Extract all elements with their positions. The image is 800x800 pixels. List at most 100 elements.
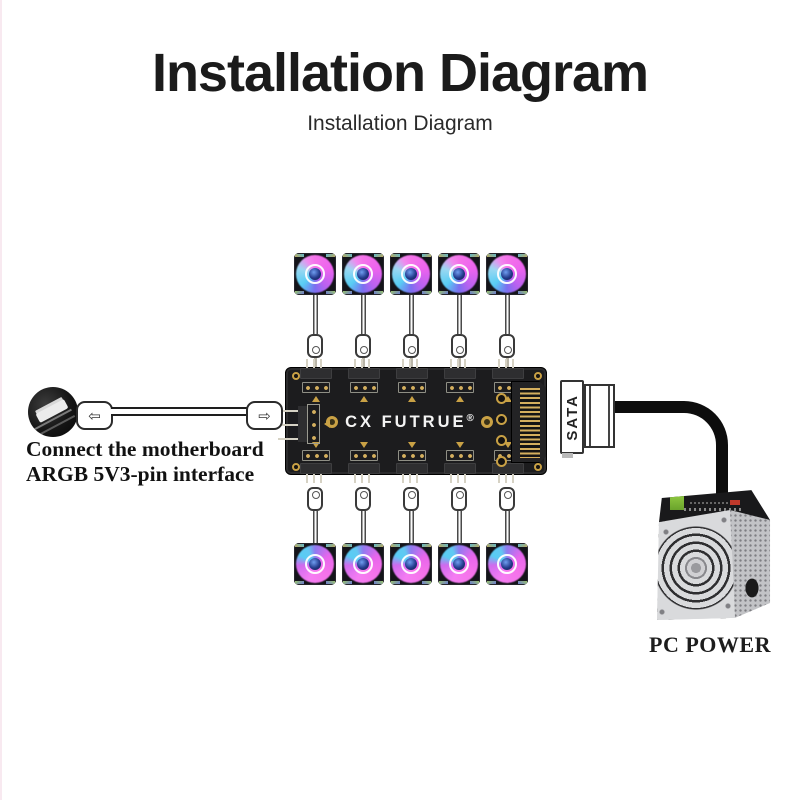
fan-cable [457, 511, 462, 543]
triangle-marker-icon [504, 396, 512, 402]
fan-ring [401, 264, 421, 284]
screw-hole-icon [292, 463, 300, 471]
port-pads [350, 382, 378, 393]
hub-brand-text: CX FUTRUE® [345, 413, 474, 432]
fan-ring [449, 264, 469, 284]
fan-hub [357, 558, 369, 570]
fan-hub [405, 268, 417, 280]
hub-argb-input-header [278, 404, 320, 444]
sata-gold-fingers [520, 388, 540, 458]
right-arrow-icon: ⇨ [258, 406, 271, 425]
input-pins [278, 408, 298, 440]
motherboard-header-photo [28, 387, 78, 437]
port-socket [396, 463, 428, 474]
hub-fan-port-top [347, 359, 381, 404]
hub-fan-port-top [395, 359, 429, 404]
fan-ring [497, 554, 517, 574]
note-line-2: ARGB 5V3-pin interface [26, 462, 255, 486]
registered-mark: ® [466, 412, 474, 424]
fan-plug [403, 487, 419, 511]
rgb-fan [486, 543, 528, 585]
port-socket [300, 368, 332, 379]
fan-cable [361, 295, 366, 334]
argb-connector-right: ⇨ [246, 401, 283, 430]
rgb-fan [294, 543, 336, 585]
port-pins [450, 359, 470, 368]
triangle-marker-icon [408, 396, 416, 402]
input-pads [307, 404, 320, 444]
port-pins [306, 359, 326, 368]
psu-caption: PC POWER [649, 632, 771, 657]
fan-plug [355, 334, 371, 358]
port-pins [450, 474, 470, 483]
fan-plug [451, 487, 467, 511]
gold-ring-icon [496, 393, 507, 404]
fan-hub [501, 558, 513, 570]
port-socket [444, 368, 476, 379]
port-pins [354, 474, 374, 483]
fan-hub [309, 558, 321, 570]
triangle-marker-icon [408, 442, 416, 448]
argb-connector-left: ⇦ [76, 401, 113, 430]
port-pads [446, 382, 474, 393]
fan-hub [501, 268, 513, 280]
page-title: Installation Diagram [151, 43, 649, 103]
port-pins [402, 359, 422, 368]
fan-cable [457, 295, 462, 334]
hub-sata-edge-connector [511, 381, 547, 463]
input-socket [298, 406, 307, 442]
led-dot-icon [480, 416, 493, 428]
port-socket [348, 368, 380, 379]
hub-fan-port-bottom [347, 438, 381, 483]
fan-hub [309, 268, 321, 280]
hub-fan-port-top [299, 359, 333, 404]
rgb-fan [294, 253, 336, 295]
port-pads [350, 450, 378, 461]
port-socket [444, 463, 476, 474]
rgb-fan [342, 543, 384, 585]
hub-fan-port-top [443, 359, 477, 404]
hub-fan-port-bottom [443, 438, 477, 483]
triangle-marker-icon [312, 442, 320, 448]
port-socket [348, 463, 380, 474]
port-pads [446, 450, 474, 461]
screw-hole-icon [292, 372, 300, 380]
fan-ring [305, 554, 325, 574]
motherboard-note: Connect the motherboard ARGB 5V3-pin int… [26, 437, 306, 487]
triangle-marker-icon [312, 396, 320, 402]
triangle-marker-icon [324, 420, 330, 428]
fan-hub [453, 268, 465, 280]
fan-plug [355, 487, 371, 511]
fan-cable [313, 295, 318, 334]
sata-power-plug: SATA [560, 380, 615, 458]
psu-unit [638, 488, 778, 630]
port-pins [306, 474, 326, 483]
fan-cable [409, 295, 414, 334]
fan-hub [453, 558, 465, 570]
sata-plug-shell [584, 384, 615, 448]
fan-plug [307, 334, 323, 358]
brand-label: CX FUTRUE [345, 412, 467, 431]
argb-hub-board: CX FUTRUE® [278, 359, 547, 483]
left-arrow-icon: ⇦ [88, 406, 101, 425]
fan-ring [353, 264, 373, 284]
rgb-fan [438, 253, 480, 295]
hub-brand-row: CX FUTRUE® [312, 409, 507, 435]
port-socket [300, 463, 332, 474]
fan-plug [499, 487, 515, 511]
port-pins [354, 359, 374, 368]
port-pads [398, 382, 426, 393]
rgb-fan [486, 253, 528, 295]
port-pins [498, 474, 518, 483]
fan-cable [313, 511, 318, 543]
rgb-fan [390, 253, 432, 295]
argb-cable-line [111, 407, 248, 416]
note-line-1: Connect the motherboard [26, 437, 264, 461]
gold-ring-icon [496, 414, 507, 425]
fan-plug [403, 334, 419, 358]
rgb-fan [342, 253, 384, 295]
triangle-marker-icon [360, 442, 368, 448]
port-pads [302, 450, 330, 461]
fan-cable [361, 511, 366, 543]
